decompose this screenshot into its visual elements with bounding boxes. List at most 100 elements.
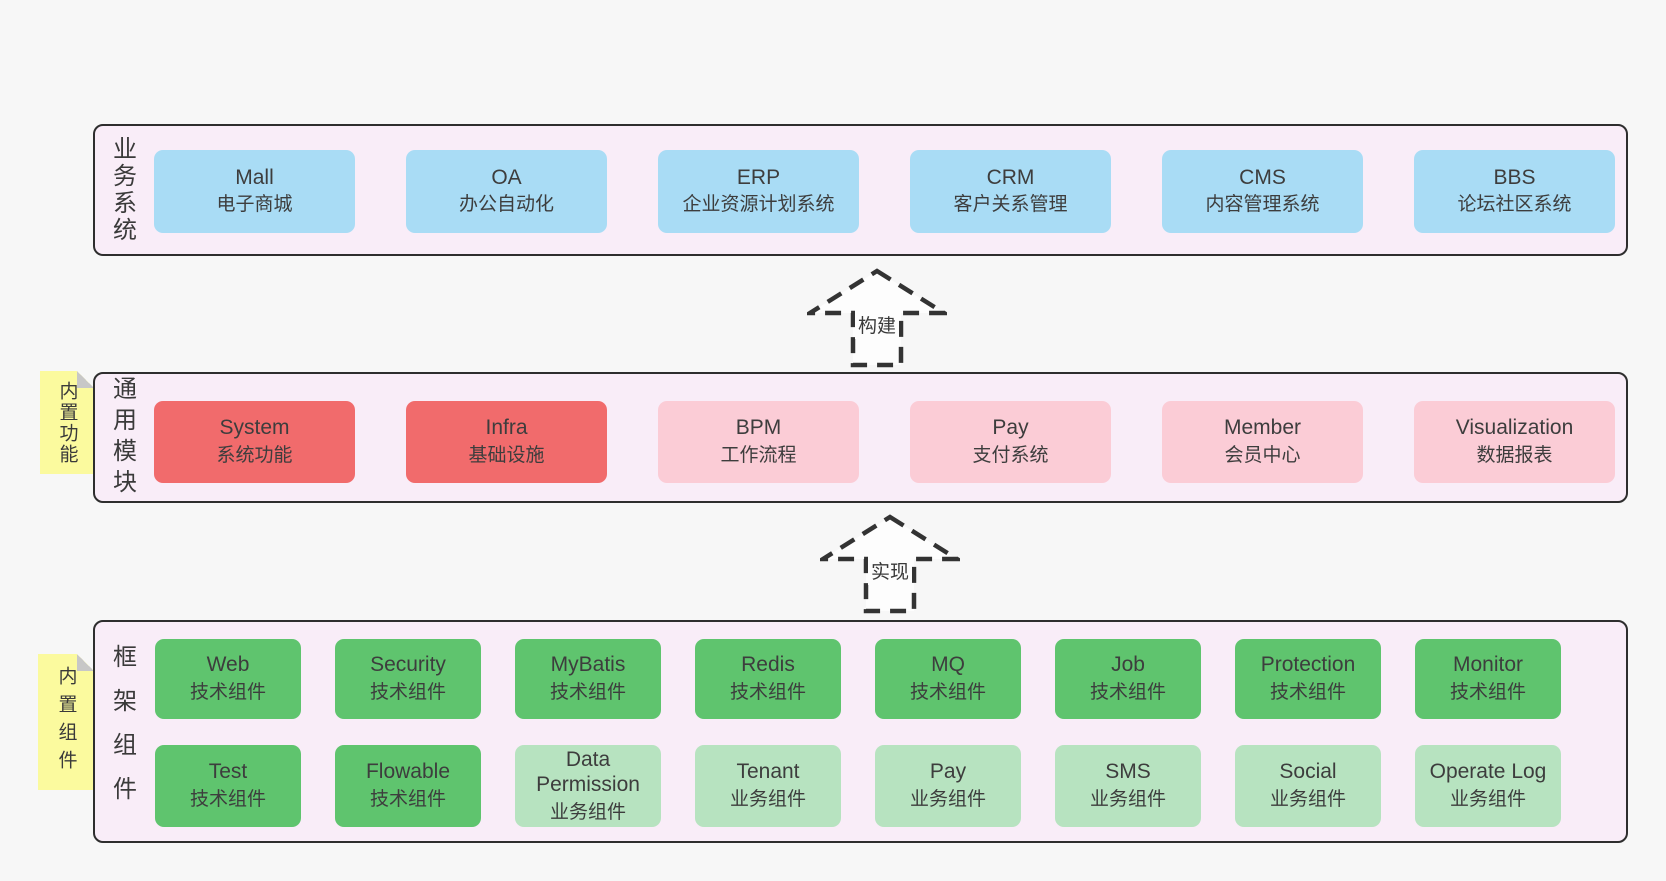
box-title: Mall [235, 165, 274, 189]
layer-business-systems: 业务系统 Mall 电子商城 OA 办公自动化 ERP 企业资源计划系统 CRM… [93, 124, 1628, 256]
box-subtitle: 业务组件 [1449, 788, 1526, 810]
box-subtitle: 业务组件 [549, 801, 626, 823]
modules-box-row: System 系统功能 Infra 基础设施 BPM 工作流程 Pay 支付系统… [154, 401, 1615, 483]
box-title: CMS [1239, 165, 1286, 189]
box-oa: OA 办公自动化 [406, 150, 607, 233]
sticky-note-builtin-features: 内置功能 [40, 371, 94, 474]
box-data-permission: Data Permission 业务组件 [515, 745, 661, 827]
box-subtitle: 技术组件 [549, 681, 626, 703]
box-title: Operate Log [1429, 760, 1547, 784]
box-title: Protection [1260, 653, 1356, 677]
arrow-build-label: 构建 [854, 310, 900, 339]
box-crm: CRM 客户关系管理 [910, 150, 1111, 233]
box-title: Social [1279, 760, 1337, 784]
box-cms: CMS 内容管理系统 [1162, 150, 1363, 233]
box-operate-log: Operate Log 业务组件 [1415, 745, 1561, 827]
box-web: Web 技术组件 [155, 639, 301, 719]
components-box-row-2: Test 技术组件 Flowable 技术组件 Data Permission … [155, 745, 1561, 827]
box-subtitle: 会员中心 [1224, 444, 1301, 466]
box-title: Visualization [1455, 416, 1574, 440]
box-subtitle: 技术组件 [729, 681, 806, 703]
box-job: Job 技术组件 [1055, 639, 1201, 719]
sticky-note-text: 内置功能 [56, 380, 78, 465]
box-bbs: BBS 论坛社区系统 [1414, 150, 1615, 233]
box-subtitle: 技术组件 [909, 681, 986, 703]
box-title: Tenant [736, 760, 800, 784]
box-subtitle: 业务组件 [729, 788, 806, 810]
folded-corner-icon [77, 371, 94, 388]
box-flowable: Flowable 技术组件 [335, 745, 481, 827]
box-social: Social 业务组件 [1235, 745, 1381, 827]
layer-modules-label: 通用模块 [108, 375, 136, 500]
box-subtitle: 技术组件 [189, 681, 266, 703]
layer-common-modules: 通用模块 System 系统功能 Infra 基础设施 BPM 工作流程 Pay… [93, 372, 1628, 503]
box-title: MQ [931, 653, 965, 677]
box-subtitle: 技术组件 [1089, 681, 1166, 703]
box-title: Pay [929, 760, 967, 784]
box-subtitle: 企业资源计划系统 [682, 194, 835, 216]
box-system: System 系统功能 [154, 401, 355, 483]
box-subtitle: 数据报表 [1476, 444, 1553, 466]
box-subtitle: 技术组件 [189, 788, 266, 810]
box-title: Job [1111, 653, 1145, 677]
box-test: Test 技术组件 [155, 745, 301, 827]
box-subtitle: 支付系统 [972, 444, 1049, 466]
box-visualization: Visualization 数据报表 [1414, 401, 1615, 483]
box-subtitle: 电子商城 [216, 194, 293, 216]
box-title: Monitor [1452, 653, 1524, 677]
box-title: Infra [485, 416, 528, 440]
box-title: Web [206, 653, 250, 677]
box-subtitle: 基础设施 [468, 444, 545, 466]
box-title: Data Permission [536, 747, 640, 797]
box-member: Member 会员中心 [1162, 401, 1363, 483]
arrow-implement-label: 实现 [867, 556, 913, 585]
box-title: BPM [735, 416, 782, 440]
box-sms: SMS 业务组件 [1055, 745, 1201, 827]
layer-components-label: 框架组件 [108, 643, 136, 820]
box-infra: Infra 基础设施 [406, 401, 607, 483]
box-subtitle: 业务组件 [1089, 788, 1166, 810]
box-security: Security 技术组件 [335, 639, 481, 719]
box-title: ERP [736, 165, 781, 189]
box-mybatis: MyBatis 技术组件 [515, 639, 661, 719]
box-title: Flowable [365, 760, 451, 784]
box-title: SMS [1105, 760, 1151, 784]
layer-framework-components: 框架组件 Web 技术组件 Security 技术组件 MyBatis 技术组件… [93, 620, 1628, 843]
box-title: Redis [741, 653, 795, 677]
box-mall: Mall 电子商城 [154, 150, 355, 233]
box-tenant: Tenant 业务组件 [695, 745, 841, 827]
sticky-note-text: 内置组件 [55, 666, 77, 778]
box-subtitle: 业务组件 [1269, 788, 1346, 810]
arrow-build: 构建 [802, 268, 952, 373]
business-box-row: Mall 电子商城 OA 办公自动化 ERP 企业资源计划系统 CRM 客户关系… [154, 150, 1615, 233]
box-title: MyBatis [550, 653, 626, 677]
box-title: Security [370, 653, 446, 677]
box-protection: Protection 技术组件 [1235, 639, 1381, 719]
box-title: CRM [986, 165, 1035, 189]
box-subtitle: 技术组件 [1449, 681, 1526, 703]
box-subtitle: 工作流程 [720, 444, 797, 466]
box-title: OA [491, 165, 522, 189]
box-title: Member [1223, 416, 1302, 440]
box-redis: Redis 技术组件 [695, 639, 841, 719]
sticky-note-builtin-components: 内置组件 [38, 654, 94, 790]
box-subtitle: 论坛社区系统 [1457, 194, 1572, 216]
box-erp: ERP 企业资源计划系统 [658, 150, 859, 233]
box-subtitle: 业务组件 [909, 788, 986, 810]
box-title: Pay [992, 416, 1029, 440]
box-title: BBS [1493, 165, 1536, 189]
box-subtitle: 内容管理系统 [1205, 194, 1320, 216]
box-title: Test [208, 760, 248, 784]
box-pay: Pay 支付系统 [910, 401, 1111, 483]
folded-corner-icon [77, 654, 94, 671]
box-pay-biz: Pay 业务组件 [875, 745, 1021, 827]
box-subtitle: 客户关系管理 [953, 194, 1068, 216]
box-subtitle: 技术组件 [1269, 681, 1346, 703]
components-box-row-1: Web 技术组件 Security 技术组件 MyBatis 技术组件 Redi… [155, 639, 1561, 719]
box-subtitle: 技术组件 [369, 681, 446, 703]
box-subtitle: 系统功能 [216, 444, 293, 466]
box-mq: MQ 技术组件 [875, 639, 1021, 719]
box-monitor: Monitor 技术组件 [1415, 639, 1561, 719]
box-subtitle: 办公自动化 [458, 194, 554, 216]
arrow-implement: 实现 [815, 514, 965, 619]
